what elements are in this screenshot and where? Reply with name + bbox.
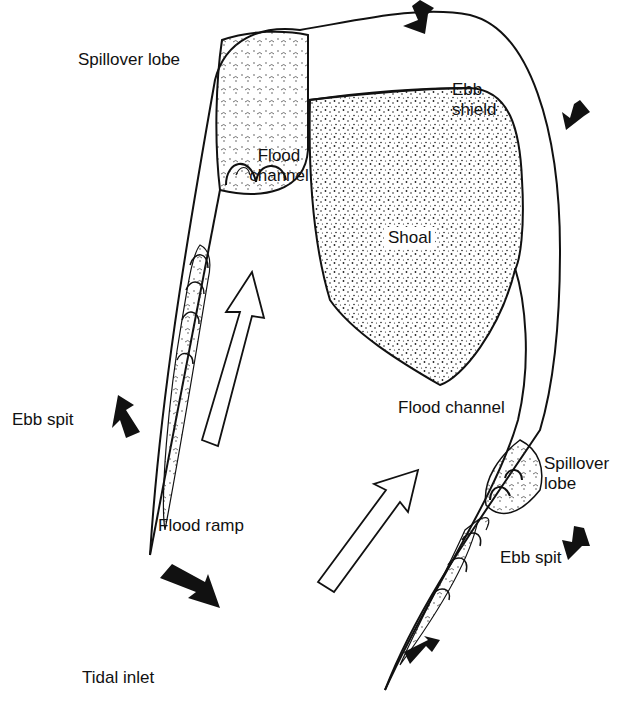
feature-label: Spillover lobe bbox=[544, 454, 622, 494]
feature-label: Tidal inlet bbox=[82, 668, 192, 688]
spit-edge bbox=[150, 190, 220, 555]
spit-scallops bbox=[177, 255, 208, 364]
lobe-scallops bbox=[490, 470, 522, 500]
feature-label: Ebb spit bbox=[12, 410, 102, 430]
transport-arrow bbox=[112, 0, 590, 664]
shoal-region: Shoal bbox=[384, 227, 435, 249]
feature-label: Ebb spit bbox=[500, 548, 590, 568]
channel-label: Flood channel bbox=[243, 146, 315, 186]
feature-label: Flood ramp bbox=[158, 516, 268, 536]
feature-label: Spillover lobe bbox=[78, 50, 218, 70]
ebb-spit bbox=[164, 245, 210, 530]
spillover-lobe bbox=[485, 440, 541, 513]
channel-label: Flood channel bbox=[398, 398, 538, 418]
flood-arrow bbox=[202, 272, 418, 592]
feature-label: Ebb shield bbox=[452, 80, 514, 120]
ebb-spit bbox=[400, 518, 489, 665]
shoal-shape bbox=[310, 88, 523, 385]
region-label: Shoal bbox=[384, 227, 435, 249]
spit-scallops bbox=[432, 533, 481, 600]
delta-outline bbox=[150, 12, 560, 690]
